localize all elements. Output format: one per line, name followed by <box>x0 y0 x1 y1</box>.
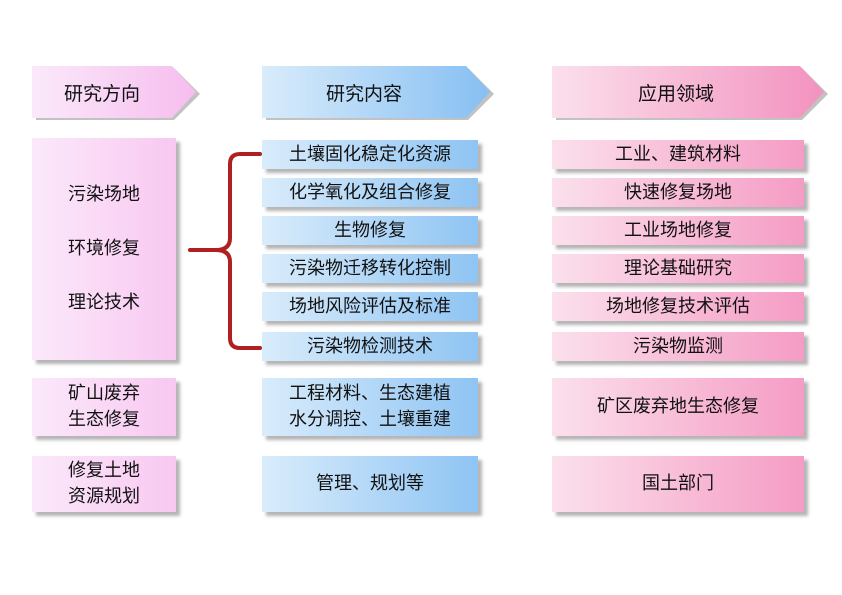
brace-connector <box>188 152 262 350</box>
application-mine: 矿区废弃地生态修复 <box>552 378 804 436</box>
header-research-direction: 研究方向 <box>32 66 200 120</box>
application-item: 快速修复场地 <box>552 178 804 207</box>
direction-line: 环境修复 <box>68 238 140 259</box>
content-mine-line: 水分调控、土壤重建 <box>289 409 451 430</box>
direction-line: 理论技术 <box>68 292 140 313</box>
application-land: 国土部门 <box>552 456 804 512</box>
application-item: 场地修复技术评估 <box>552 292 804 321</box>
header-application-field: 应用领域 <box>552 66 828 120</box>
content-item: 污染物迁移转化控制 <box>262 254 478 283</box>
header-research-content: 研究内容 <box>262 66 494 120</box>
direction-contaminated-site: 污染场地 环境修复 理论技术 <box>32 138 176 360</box>
application-item: 污染物监测 <box>552 332 804 361</box>
direction-line: 修复土地 <box>68 460 140 481</box>
direction-line: 污染场地 <box>68 184 140 205</box>
direction-land-planning: 修复土地 资源规划 <box>32 456 176 512</box>
content-item: 污染物检测技术 <box>262 332 478 361</box>
content-item: 化学氧化及组合修复 <box>262 178 478 207</box>
content-mine-line: 工程材料、生态建植 <box>289 383 451 404</box>
content-item: 土壤固化稳定化资源 <box>262 140 478 169</box>
header-direction-label: 研究方向 <box>63 82 140 105</box>
direction-line: 生态修复 <box>68 409 140 430</box>
content-mine: 工程材料、生态建植 水分调控、土壤重建 <box>262 378 478 436</box>
content-land: 管理、规划等 <box>262 456 478 512</box>
arrow-shape-direction <box>32 66 200 120</box>
header-content-label: 研究内容 <box>325 82 402 105</box>
content-item: 生物修复 <box>262 216 478 245</box>
header-application-label: 应用领域 <box>637 82 714 105</box>
direction-line: 矿山废弃 <box>68 383 140 404</box>
application-item: 理论基础研究 <box>552 254 804 283</box>
content-item: 场地风险评估及标准 <box>262 292 478 321</box>
direction-line: 资源规划 <box>68 486 140 507</box>
arrow-shape-content <box>262 66 494 120</box>
direction-mine-ecology: 矿山废弃 生态修复 <box>32 378 176 436</box>
application-item: 工业场地修复 <box>552 216 804 245</box>
application-item: 工业、建筑材料 <box>552 140 804 169</box>
arrow-shape-application <box>552 66 828 120</box>
